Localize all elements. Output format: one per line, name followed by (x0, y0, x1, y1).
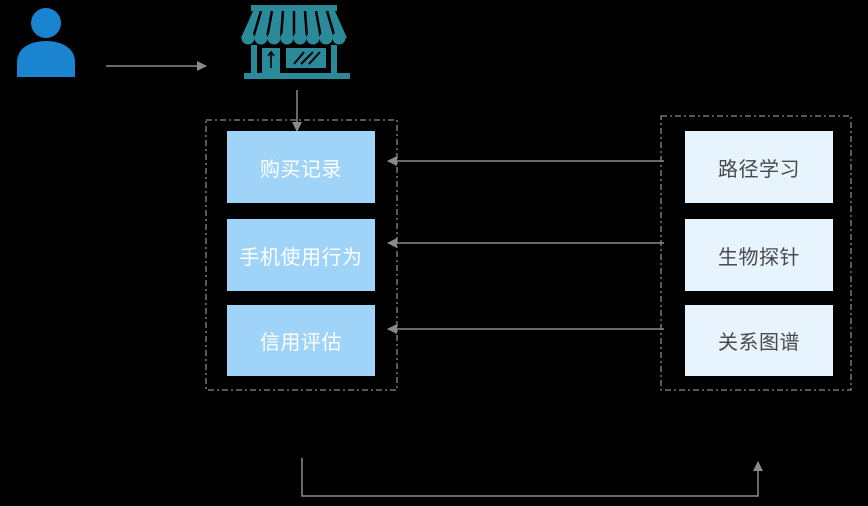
right-group-frame (660, 115, 852, 391)
user-icon (17, 8, 75, 77)
right-box-bio-probe: 生物探针 (685, 219, 833, 291)
right-box-path-learning: 路径学习 (685, 131, 833, 203)
right-box-label: 生物探针 (718, 244, 800, 269)
right-box-label: 关系图谱 (718, 330, 800, 354)
left-group-frame (205, 119, 398, 391)
right-box-label: 路径学习 (718, 156, 800, 181)
arrow-bottom-loop (301, 458, 763, 497)
left-box-label: 购买记录 (260, 156, 342, 181)
store-icon (241, 5, 350, 79)
left-box-label: 信用评估 (260, 330, 342, 354)
left-box-label: 手机使用行为 (239, 244, 363, 269)
right-box-relation-graph: 关系图谱 (685, 305, 833, 376)
left-box-credit-assessment: 信用评估 (227, 305, 375, 376)
left-box-phone-usage: 手机使用行为 (227, 219, 375, 291)
left-box-purchase-records: 购买记录 (227, 131, 375, 203)
